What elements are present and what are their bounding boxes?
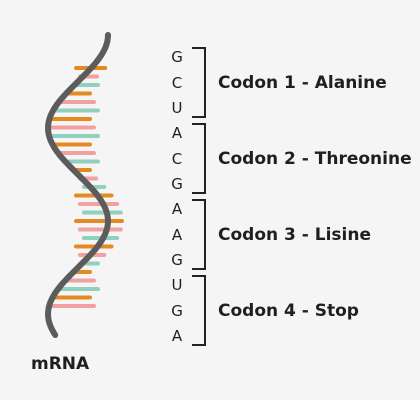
codon-3-base-2: A bbox=[171, 225, 183, 244]
codon-4-base-3: A bbox=[171, 327, 183, 345]
codon-2-label: Codon 2 - Threonine bbox=[218, 148, 412, 169]
codon-2-base-1: A bbox=[171, 124, 183, 142]
codon-2-base-3: G bbox=[171, 175, 183, 193]
codon-3-bracket bbox=[192, 199, 206, 270]
codon-1-label: Codon 1 - Alanine bbox=[218, 72, 387, 93]
base-rungs bbox=[46, 66, 124, 308]
codon-3-label: Codon 3 - Lisine bbox=[218, 224, 371, 245]
codon-3-base-1: A bbox=[171, 200, 183, 218]
codon-1-base-3: U bbox=[171, 99, 183, 117]
mrna-strand-diagram bbox=[44, 32, 124, 338]
codon-2-base-2: C bbox=[171, 149, 183, 168]
mrna-backbone bbox=[44, 32, 112, 338]
codon-1-bracket bbox=[192, 47, 206, 118]
codon-4-base-1: U bbox=[171, 276, 183, 294]
codon-2-bracket bbox=[192, 123, 206, 194]
codon-1-base-2: C bbox=[171, 73, 183, 92]
codon-1-base-1: G bbox=[171, 48, 183, 66]
mrna-label: mRNA bbox=[31, 354, 90, 374]
codon-3-base-3: G bbox=[171, 251, 183, 269]
codon-4-base-2: G bbox=[171, 301, 183, 320]
codon-4-label: Codon 4 - Stop bbox=[218, 300, 359, 321]
codon-4-bracket bbox=[192, 275, 206, 346]
